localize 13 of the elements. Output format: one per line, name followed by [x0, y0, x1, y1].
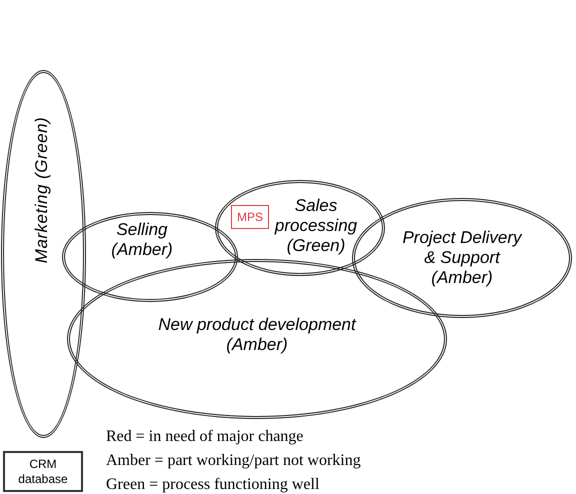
process-label: New product development (Amber) [157, 315, 358, 355]
process-label: Sales processing (Green) [274, 196, 358, 256]
process-ellipse [215, 180, 385, 276]
process-ellipse [62, 212, 238, 302]
process-label: Marketing (Green) [32, 116, 52, 264]
process-label: Selling (Amber) [110, 220, 174, 260]
system-tag: MPS [231, 205, 269, 229]
key-note: Red = in need of major change [106, 427, 304, 446]
process-label: Project Delivery & Support (Amber) [401, 228, 524, 288]
key-note: Amber = part working/part not working [106, 451, 361, 470]
system-box: CRM database [3, 451, 83, 492]
process-ellipse [1, 70, 86, 438]
key-note: Green = process functioning well [106, 475, 320, 494]
